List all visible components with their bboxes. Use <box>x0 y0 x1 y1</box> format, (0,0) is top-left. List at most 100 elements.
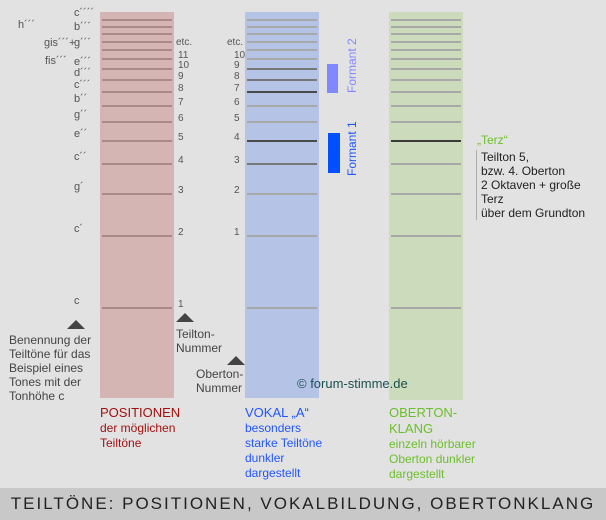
overtone-number-marker-icon <box>227 356 245 365</box>
overtone-partial-line <box>391 120 461 123</box>
overtone-partial-line <box>391 163 461 165</box>
note-name: e´´ <box>74 127 88 140</box>
vocal-partial-line <box>247 235 317 237</box>
vocal-partial-line <box>247 91 317 93</box>
partial-line <box>102 40 172 43</box>
note-name: gis´´´+ <box>44 37 76 49</box>
overtone-partial-line <box>391 91 461 93</box>
overtone-number: 1 <box>234 227 240 238</box>
partial-line <box>102 120 172 123</box>
partial-number: 8 <box>178 83 184 94</box>
note-name: g´ <box>74 180 84 193</box>
note-name: d´´´ <box>74 66 92 79</box>
overtone-number: 8 <box>234 70 240 82</box>
partial-number: 1 <box>178 299 184 310</box>
note-name: c´´´ <box>74 79 91 91</box>
partial-number: 11 <box>178 49 189 61</box>
overtone-number: 7 <box>234 83 240 94</box>
vocal-partial-line <box>247 120 317 123</box>
overtone-partial-line <box>391 48 461 51</box>
vocal-partial-line <box>247 19 317 21</box>
vocal-partial-line <box>247 307 317 309</box>
positions-caption: POSITIONEN der möglichen Teiltöne <box>100 405 181 450</box>
partial-line <box>102 57 172 60</box>
overtone-partial-line <box>391 235 461 237</box>
overtone-number: 6 <box>234 96 240 108</box>
overtone-partial-line <box>391 104 461 107</box>
overtone-partial-line <box>391 19 461 21</box>
partial-line <box>102 48 172 51</box>
note-name: c´ <box>74 223 84 235</box>
overtone-caption: OBERTON- KLANG einzeln hörbarer Oberton … <box>389 405 476 481</box>
overtone-column <box>389 12 463 400</box>
partial-number: 2 <box>178 227 184 238</box>
overtone-partial-line <box>391 192 461 195</box>
vocal-partial-line <box>247 104 317 107</box>
overtone-etc: etc. <box>227 36 244 48</box>
note-name: h´´´ <box>18 19 36 31</box>
vocal-partial-line <box>247 40 317 43</box>
partial-line <box>102 19 172 21</box>
vocal-partial-line <box>247 78 317 81</box>
note-name: c´´´´ <box>74 7 95 19</box>
footer-title: TEILTÖNE: POSITIONEN, VOKALBILDUNG, OBER… <box>0 488 606 520</box>
note-name: g´´ <box>74 108 88 121</box>
partial-number: 5 <box>178 131 184 143</box>
overtone-partial-line <box>391 57 461 60</box>
note-name: b´´ <box>74 92 88 105</box>
partial-line <box>102 163 172 165</box>
overtone-partial-line <box>391 32 461 35</box>
overtone-number: 9 <box>234 59 240 71</box>
partial-number: 10 <box>178 59 190 71</box>
overtone-partial-line <box>391 307 461 309</box>
overtone-partial-line <box>391 40 461 43</box>
partial-number: 9 <box>178 70 184 82</box>
note-name: fis´´´ <box>45 55 67 67</box>
partial-number: 6 <box>178 112 184 124</box>
partial-number: 7 <box>178 96 184 108</box>
note-name: g´´´ <box>74 36 92 49</box>
partial-number: 3 <box>178 184 184 196</box>
formant-2-bar <box>327 64 338 93</box>
vocal-partial-line <box>247 48 317 51</box>
partial-line <box>102 235 172 237</box>
note-name: c´´ <box>74 151 87 163</box>
vocal-column <box>245 12 319 398</box>
partial-line <box>102 307 172 309</box>
overtone-number: 5 <box>234 112 240 124</box>
vocal-partial-line <box>247 32 317 35</box>
overtone-partial-line <box>391 78 461 81</box>
partial-line <box>102 91 172 93</box>
partial-line <box>102 32 172 35</box>
overtone-number: 2 <box>234 184 240 196</box>
overtone-number: 4 <box>234 131 240 143</box>
vocal-caption: VOKAL „A“ besonders starke Teiltöne dunk… <box>245 405 323 480</box>
terz-title: „Terz“ <box>477 133 508 147</box>
overtone-partial-line <box>391 139 461 142</box>
naming-marker-icon <box>67 320 85 329</box>
partial-number-marker-icon <box>176 313 194 322</box>
overtone-number-note: Oberton-Nummer <box>196 367 244 395</box>
positions-column <box>100 12 174 398</box>
vocal-partial-line <box>247 57 317 60</box>
partial-etc: etc. <box>176 36 193 48</box>
note-name: c <box>74 295 80 307</box>
formant-1-label: Formant 1 <box>345 121 359 176</box>
note-name: e´´´ <box>74 55 92 68</box>
partial-line <box>102 25 172 28</box>
partial-line <box>102 67 172 70</box>
vocal-partial-line <box>247 67 317 70</box>
partial-line <box>102 139 172 142</box>
copyright: © forum-stimme.de <box>297 376 408 391</box>
formant-1-bar <box>328 133 340 173</box>
overtone-partial-line <box>391 67 461 70</box>
formant-2-label: Formant 2 <box>345 38 359 93</box>
overtone-partial-line <box>391 25 461 28</box>
overtone-number: 3 <box>234 155 240 166</box>
partial-line <box>102 192 172 195</box>
partial-line <box>102 104 172 107</box>
partial-number-note: Teilton-Nummer <box>176 327 223 355</box>
